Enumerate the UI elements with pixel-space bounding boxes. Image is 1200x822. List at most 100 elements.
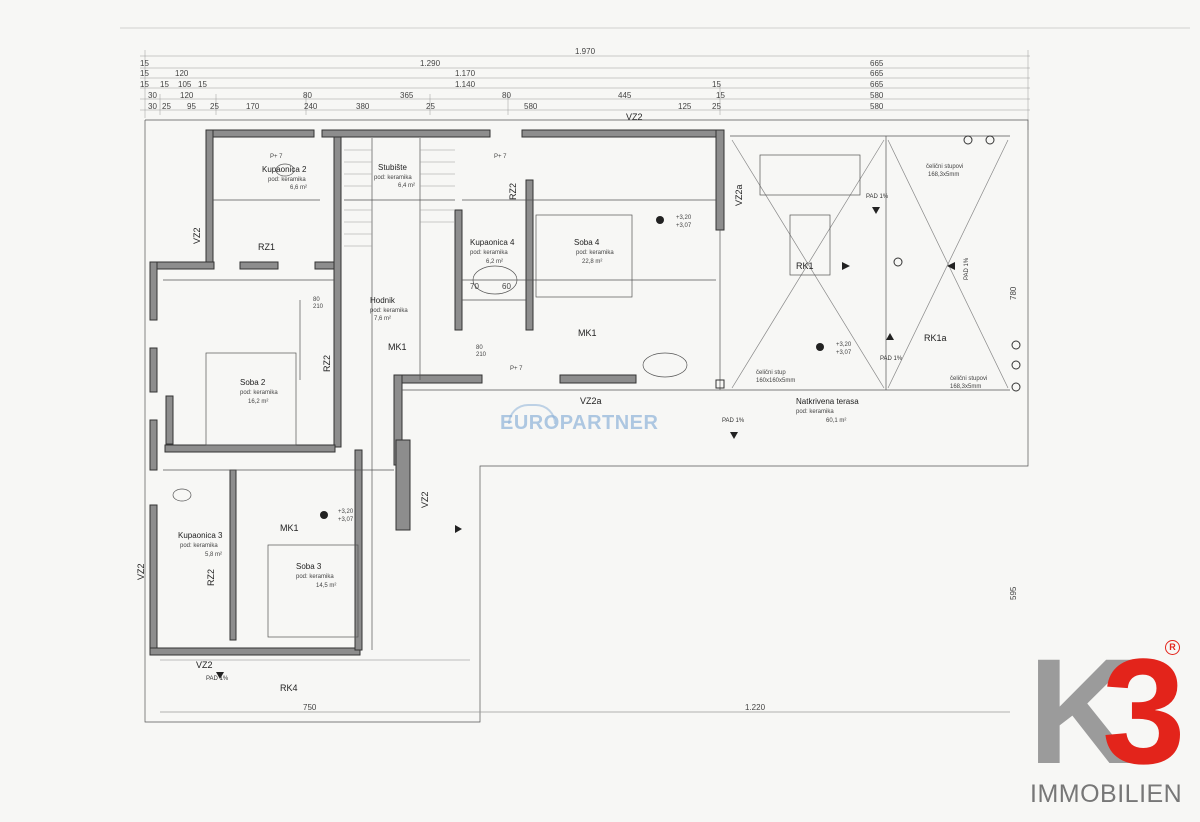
dim-r6-c: 95 <box>187 102 196 111</box>
room-area: 6,2 m² <box>486 259 503 265</box>
room-area: 16,2 m² <box>248 399 268 405</box>
room-kupaonica-4: Kupaonica 4 pod: keramika 6,2 m² <box>470 238 515 265</box>
opening-label-7: 210 <box>476 352 487 358</box>
dim-r6-g: 380 <box>356 102 370 111</box>
code-rz2-a: RZ2 <box>322 355 332 372</box>
dim-r6-d: 25 <box>210 102 219 111</box>
dim-r6-i: 580 <box>524 102 538 111</box>
registered-icon: R <box>1165 640 1180 655</box>
logo-letter-k: K <box>1028 627 1137 795</box>
wc-kupaonica-3 <box>172 488 192 502</box>
dim-r3-c: 1.170 <box>455 69 476 78</box>
room-floor: pod: keramika <box>374 175 412 181</box>
dim-r5-g: 15 <box>716 91 725 100</box>
code-vz2-mid: VZ2 <box>420 491 430 508</box>
dim-r5-b: 120 <box>180 91 194 100</box>
code-rz2-c: RZ2 <box>206 569 216 586</box>
dim-r6-e: 170 <box>246 102 260 111</box>
europartner-watermark: EUROPARTNER <box>500 404 700 438</box>
dim-r4-e: 1.140 <box>455 80 476 89</box>
room-floor: pod: keramika <box>180 543 218 549</box>
code-vz2-left: VZ2 <box>192 227 202 244</box>
opening-label-5: 210 <box>313 304 324 310</box>
opening-label-9: 60 <box>502 282 511 291</box>
dim-r4-g: 665 <box>870 80 884 89</box>
dim-r6-l: 580 <box>870 102 884 111</box>
room-area: 14,5 m² <box>316 583 336 589</box>
room-soba-4: Soba 4 pod: keramika 22,8 m² <box>574 238 614 265</box>
wc-kupaonica-2 <box>275 163 295 177</box>
partitions <box>160 135 1010 661</box>
dim-r3-b: 120 <box>175 69 189 78</box>
code-mk1-a: MK1 <box>388 342 407 352</box>
room-name: Natkrivena terasa <box>796 397 859 406</box>
level-top-1: +3,20 <box>676 215 692 221</box>
room-name: Soba 4 <box>574 238 600 247</box>
code-mk1-c: MK1 <box>280 523 299 533</box>
terrace-table <box>789 214 831 276</box>
opening-labels: P+ 7 P+ 7 P+ 7 80 210 80 210 70 60 <box>270 154 523 372</box>
k3-immobilien-logo: K 3 R IMMOBILIEN <box>1022 627 1186 812</box>
code-rk4: RK4 <box>280 683 298 693</box>
steel-columns <box>715 135 1021 392</box>
room-area: 7,6 m² <box>374 316 391 322</box>
dim-r6-j: 125 <box>678 102 692 111</box>
opening-label-6: 80 <box>476 345 483 351</box>
room-floor: pod: keramika <box>470 250 508 256</box>
column-notes: čelični stupovi 168,3x5mm čelični stup 1… <box>756 164 987 390</box>
dim-r4-a: 15 <box>140 80 149 89</box>
opening-label-3: P+ 7 <box>510 366 523 372</box>
top-dimension-lines <box>120 27 1190 130</box>
opening-label-2: P+ 7 <box>494 154 507 160</box>
room-area: 6,4 m² <box>398 183 415 189</box>
dim-r3-d: 665 <box>870 69 884 78</box>
terrace-sofa <box>759 154 861 196</box>
dim-r6-b: 25 <box>162 102 171 111</box>
code-mk1-b: MK1 <box>578 328 597 338</box>
level-top-3: +3,20 <box>338 509 354 515</box>
dim-r3-a: 15 <box>140 69 149 78</box>
pad-terrace-mid: PAD 1% <box>880 356 903 362</box>
dim-r5-h: 580 <box>870 91 884 100</box>
room-floor: pod: keramika <box>576 250 614 256</box>
room-name: Kupaonica 3 <box>178 531 223 540</box>
pad-balcony: PAD 1% <box>206 676 229 682</box>
bathtub-kupaonica-4 <box>472 265 518 295</box>
dim-bottom-right: 1.220 <box>745 703 766 712</box>
dim-r5-d: 365 <box>400 91 414 100</box>
opening-label-4: 80 <box>313 297 320 303</box>
room-name: Soba 3 <box>296 562 322 571</box>
column-note-bottom-size: 168,3x5mm <box>950 384 981 390</box>
pad-terrace-top: PAD 1% <box>866 194 889 200</box>
code-rk1a: RK1a <box>924 333 947 343</box>
room-soba-2: Soba 2 pod: keramika 16,2 m² <box>240 378 278 405</box>
code-vz2a-bottom: VZ2a <box>580 396 602 406</box>
bed-soba-3 <box>267 544 359 638</box>
room-kupaonica-2: Kupaonica 2 pod: keramika 6,6 m² <box>262 165 307 191</box>
room-name: Kupaonica 2 <box>262 165 307 174</box>
room-natkrivena-terasa: Natkrivena terasa pod: keramika 60,1 m² <box>796 397 859 424</box>
room-name: Soba 2 <box>240 378 266 387</box>
logo-digit-3: 3 <box>1102 627 1186 795</box>
opening-label-8: 70 <box>470 282 479 291</box>
watermark-text: EUROPARTNER <box>500 412 659 434</box>
room-floor: pod: keramika <box>296 574 334 580</box>
top-dimension-labels: 1.970 15 1.290 665 15 120 1.170 665 15 1… <box>140 47 884 111</box>
room-area: 6,6 m² <box>290 185 307 191</box>
dim-r6-f: 240 <box>304 102 318 111</box>
dim-right-lower: 595 <box>1009 586 1018 600</box>
code-vz2a-right: VZ2a <box>734 184 744 206</box>
dim-r2-c: 665 <box>870 59 884 68</box>
room-soba-3: Soba 3 pod: keramika 14,5 m² <box>296 562 336 589</box>
dim-r4-d: 15 <box>198 80 207 89</box>
dim-r4-b: 15 <box>160 80 169 89</box>
dim-bottom-left: 750 <box>303 703 317 712</box>
plot-outline <box>144 119 1029 723</box>
code-rz2-b: RZ2 <box>508 183 518 200</box>
room-floor: pod: keramika <box>370 308 408 314</box>
furniture <box>172 154 861 638</box>
room-floor: pod: keramika <box>240 390 278 396</box>
code-vz2-top: VZ2 <box>626 112 643 122</box>
level-values: +3,20 +3,07 +3,20 +3,07 +3,20 +3,07 <box>338 215 852 523</box>
